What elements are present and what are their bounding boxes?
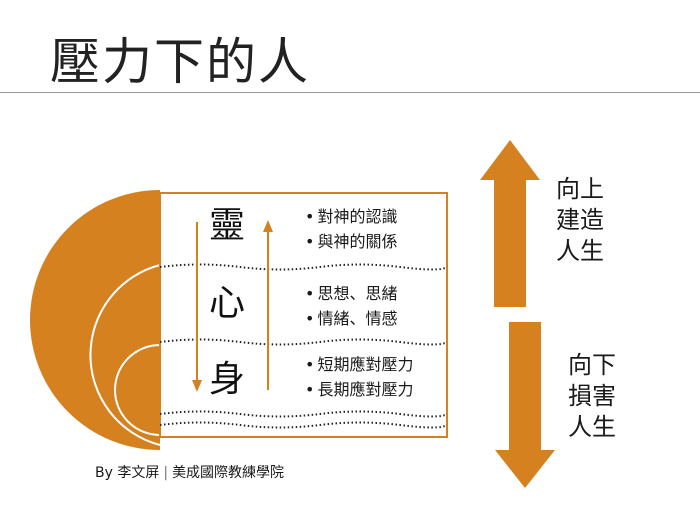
list-item: 情緒、情感 <box>305 306 397 331</box>
big-down-arrow <box>495 322 555 488</box>
down-label-line: 向下 <box>568 351 616 379</box>
up-label-line: 向上 <box>556 175 604 203</box>
outer-semicircle <box>30 190 160 450</box>
up-label-line: 人生 <box>556 237 604 265</box>
title-divider <box>0 92 700 93</box>
body-points: 短期應對壓力 長期應對壓力 <box>305 352 413 402</box>
down-label-line: 人生 <box>568 413 616 441</box>
credit-footer: By 李文屏|美成國際教練學院 <box>95 462 284 482</box>
layer-char-heart: 心 <box>208 283 245 324</box>
list-item: 對神的認識 <box>305 204 397 229</box>
footer-org: 美成國際教練學院 <box>172 465 285 481</box>
footer-author: 李文屏 <box>117 465 160 481</box>
footer-by: By <box>95 465 113 481</box>
spirit-points: 對神的認識 與神的關係 <box>305 204 397 254</box>
separator-2 <box>159 338 448 346</box>
layer-char-body: 身 <box>208 359 245 400</box>
separator-4 <box>159 421 448 429</box>
layer-char-spirit: 靈 <box>208 205 245 246</box>
slide-title: 壓力下的人 <box>50 33 310 91</box>
footer-separator: | <box>163 465 169 481</box>
down-label: 向下 損害 人生 <box>562 350 622 443</box>
separator-3 <box>159 410 448 418</box>
heart-points: 思想、思緒 情緒、情感 <box>305 281 397 331</box>
big-up-arrow <box>480 140 540 307</box>
list-item: 短期應對壓力 <box>305 352 413 377</box>
inner-down-arrow-head <box>192 380 202 392</box>
down-label-line: 損害 <box>568 382 616 410</box>
up-label-line: 建造 <box>556 206 604 234</box>
up-label: 向上 建造 人生 <box>550 174 610 267</box>
inner-up-arrow-head <box>263 220 273 232</box>
list-item: 思想、思緒 <box>305 281 397 306</box>
middle-ring <box>89 264 161 446</box>
list-item: 長期應對壓力 <box>305 377 413 402</box>
inner-ring <box>114 344 161 436</box>
list-item: 與神的關係 <box>305 229 397 254</box>
separator-1 <box>159 263 448 271</box>
